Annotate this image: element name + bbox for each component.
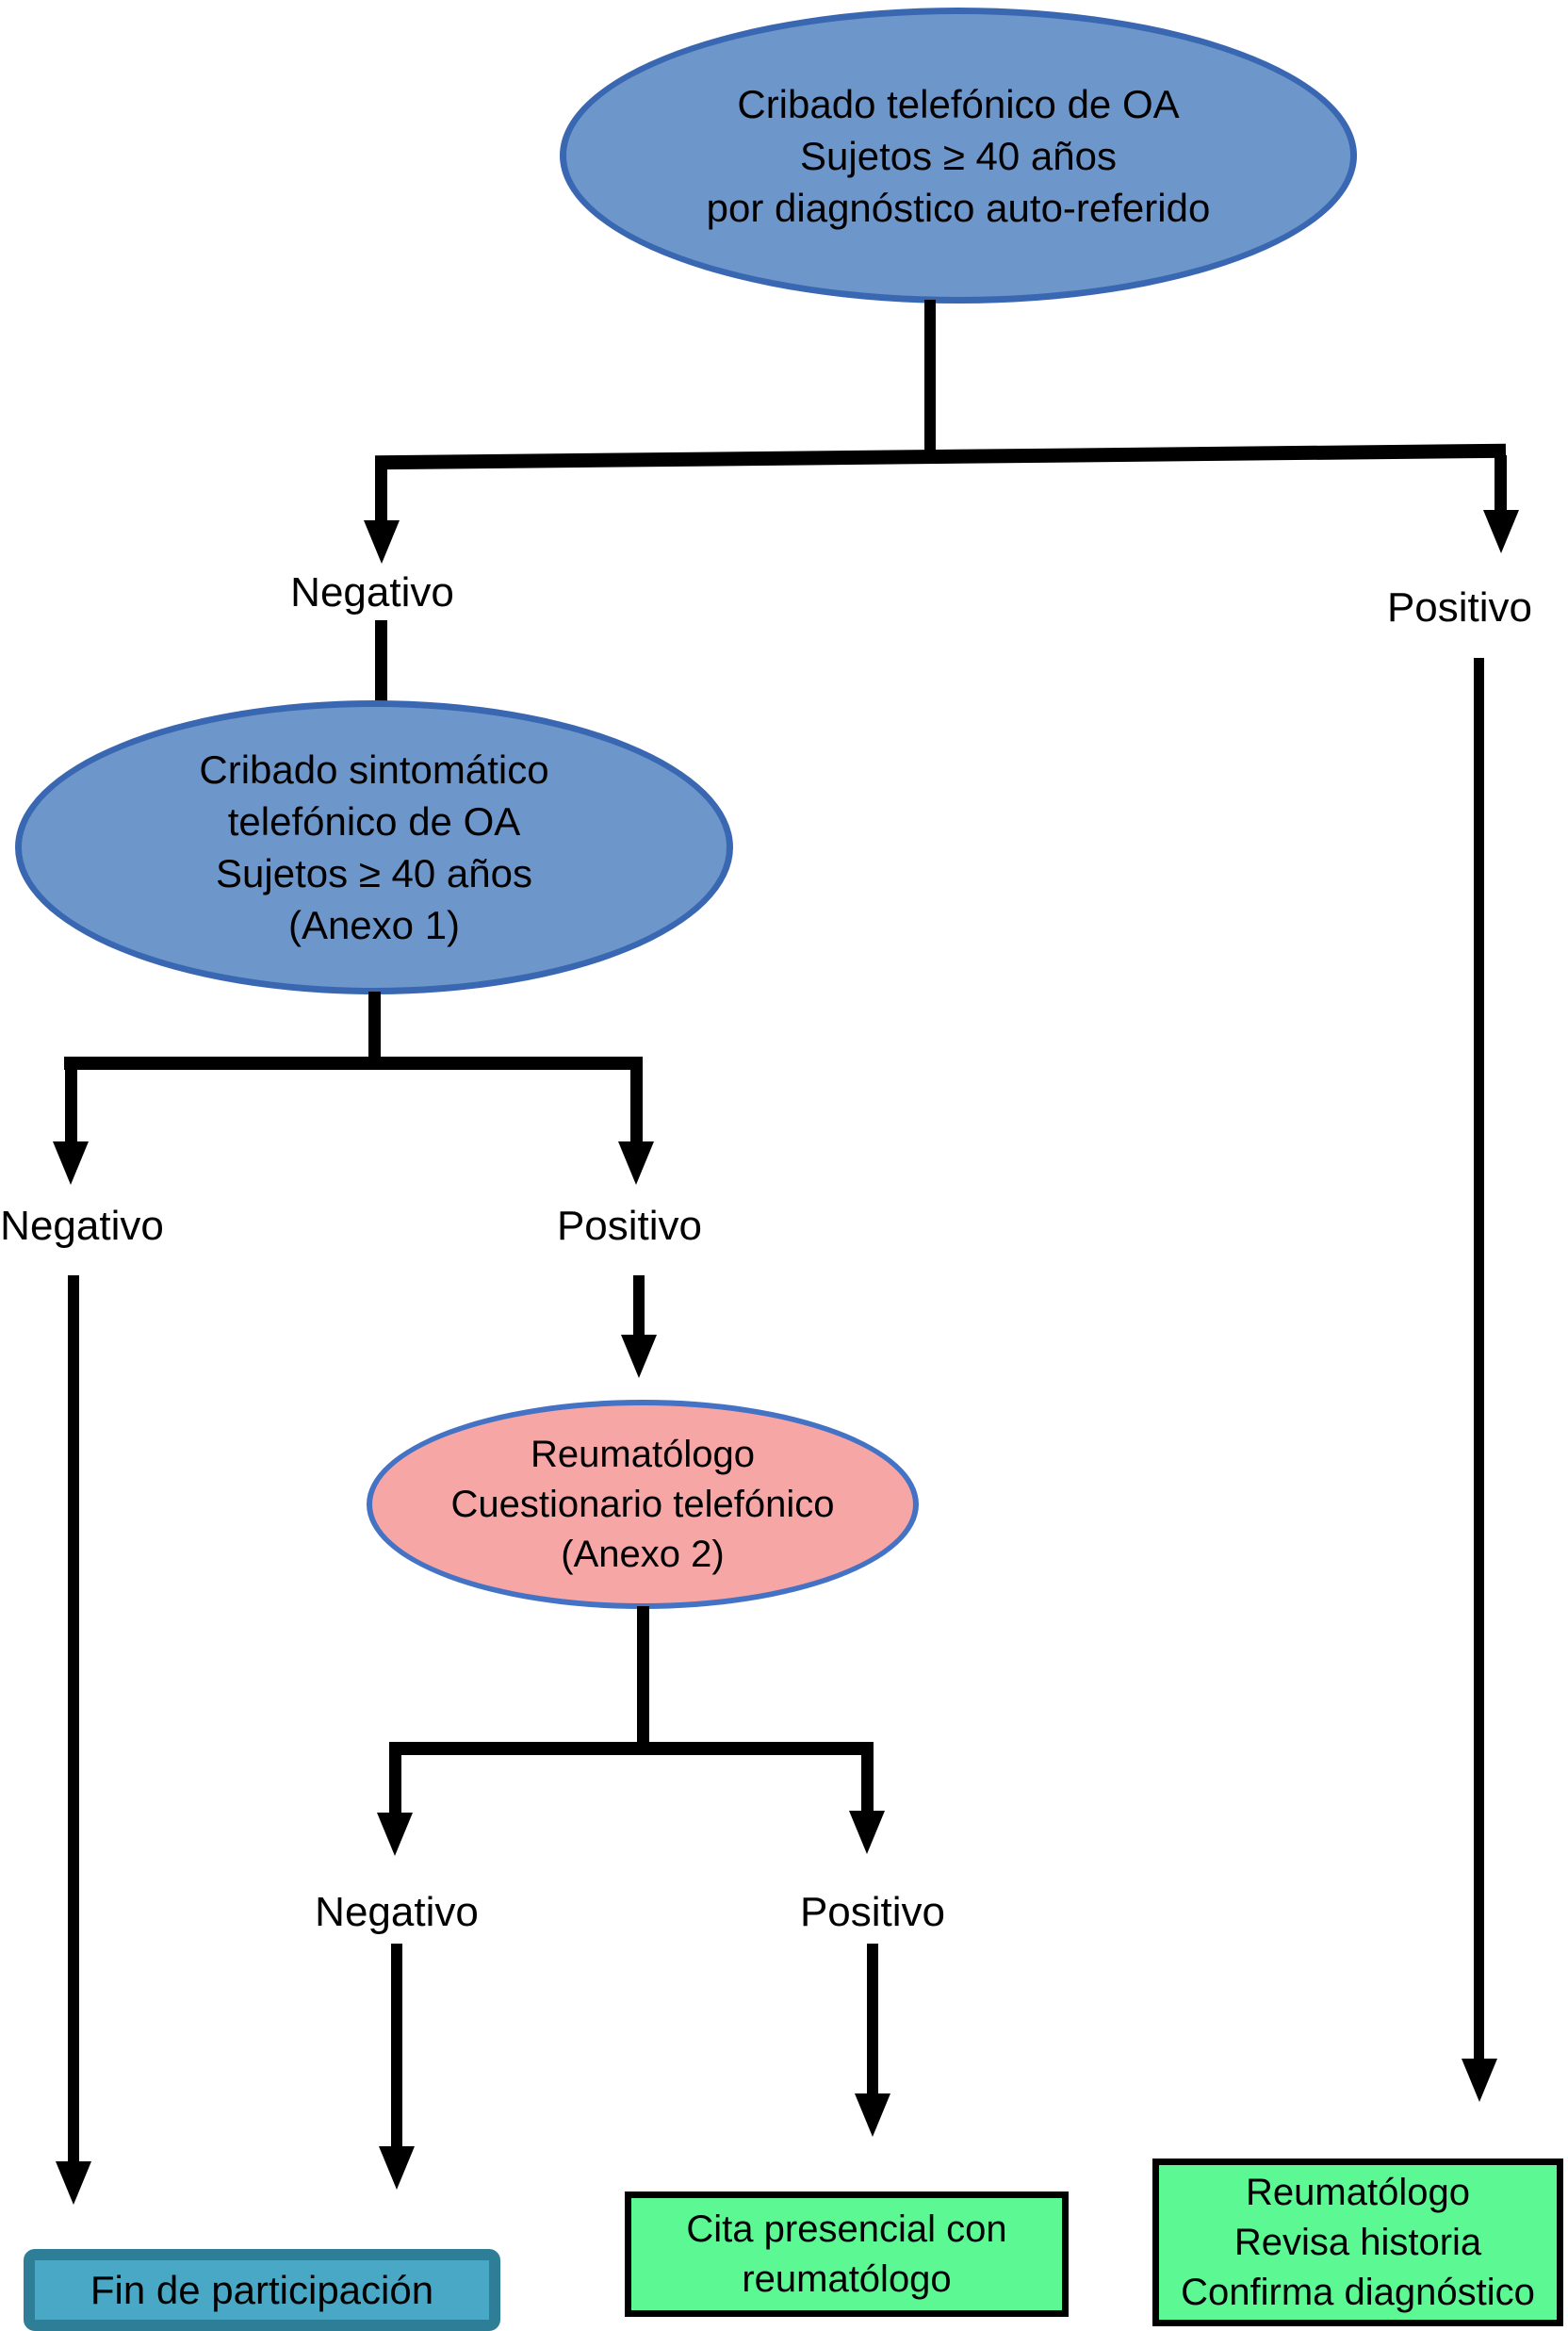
- arrow-down-icon: [1483, 510, 1519, 553]
- arrow-down-icon: [855, 2093, 890, 2137]
- connector-line: [1474, 658, 1484, 2059]
- branch-label-negativo: Negativo: [290, 569, 454, 616]
- arrow-down-icon: [618, 1141, 654, 1185]
- node-text-line: Reumatólogo: [1246, 2171, 1470, 2213]
- node-text-line: Cuestionario telefónico: [450, 1483, 835, 1525]
- node-cribado-sintomatico: Cribado sintomático telefónico de OA Suj…: [15, 700, 733, 994]
- arrow-down-icon: [621, 1335, 657, 1378]
- node-text-line: Sujetos ≥ 40 años: [216, 851, 532, 895]
- node-text-line: (Anexo 2): [561, 1533, 725, 1575]
- arrow-down-icon: [56, 2161, 91, 2205]
- connector-line: [391, 1944, 402, 2147]
- node-fin-participacion: Fin de participación: [24, 2249, 500, 2331]
- arrow-down-icon: [377, 1813, 413, 1856]
- node-text-line: Fin de participación: [90, 2268, 434, 2312]
- arrow-down-icon: [364, 520, 400, 564]
- connector-line: [633, 1275, 645, 1336]
- connector-line: [924, 300, 936, 454]
- branch-label-negativo: Negativo: [315, 1889, 479, 1935]
- branch-label-positivo: Positivo: [1386, 584, 1533, 631]
- node-text-line: Cribado telefónico de OA: [737, 81, 1180, 126]
- arrow-down-icon: [849, 1811, 885, 1854]
- node-text-line: Confirma diagnóstico: [1181, 2271, 1535, 2313]
- connector-line: [389, 1753, 401, 1814]
- node-cita-presencial: Cita presencial con reumatólogo: [625, 2191, 1069, 2317]
- arrow-down-icon: [379, 2146, 415, 2190]
- branch-bar: [374, 443, 1507, 470]
- node-cribado-telefonico-oa: Cribado telefónico de OA Sujetos ≥ 40 añ…: [560, 8, 1357, 304]
- node-text-line: (Anexo 1): [287, 903, 461, 947]
- arrow-down-icon: [1462, 2059, 1497, 2102]
- node-text-line: por diagnóstico auto-referido: [706, 185, 1211, 230]
- arrow-down-icon: [53, 1141, 89, 1185]
- branch-label-positivo: Positivo: [799, 1889, 946, 1935]
- branch-bar: [389, 1742, 874, 1755]
- connector-line: [368, 992, 381, 1061]
- connector-line: [375, 620, 387, 703]
- node-text-line: Cita presencial con: [686, 2208, 1007, 2250]
- connector-line: [375, 458, 387, 522]
- node-text-line: Sujetos ≥ 40 años: [800, 133, 1117, 178]
- connector-line: [637, 1606, 649, 1744]
- connector-line: [630, 1068, 643, 1141]
- connector-line: [861, 1753, 874, 1812]
- node-text-line: Revisa historia: [1233, 2221, 1482, 2263]
- branch-label-positivo: Positivo: [556, 1203, 703, 1249]
- node-confirma-diagnostico: Reumatólogo Revisa historia Confirma dia…: [1152, 2159, 1563, 2326]
- node-text-line: telefónico de OA: [227, 799, 521, 844]
- node-text-line: Reumatólogo: [531, 1433, 755, 1475]
- node-reumatologo-cuestionario: Reumatólogo Cuestionario telefónico (Ane…: [367, 1400, 919, 1609]
- branch-label-negativo: Negativo: [0, 1203, 164, 1249]
- branch-bar: [64, 1057, 643, 1070]
- connector-line: [867, 1944, 878, 2094]
- node-text-line: reumatólogo: [742, 2257, 952, 2300]
- connector-line: [65, 1068, 77, 1141]
- connector-line: [68, 1275, 79, 2161]
- connector-line: [1494, 455, 1507, 512]
- node-text-line: Cribado sintomático: [199, 747, 549, 792]
